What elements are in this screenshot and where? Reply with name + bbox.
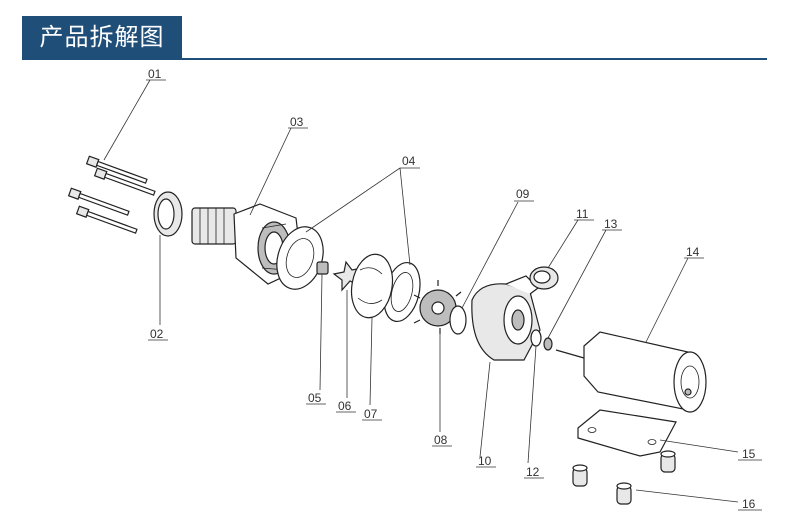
part-label-07: 07 bbox=[364, 407, 378, 421]
part-label-02: 02 bbox=[150, 327, 164, 341]
pump-body bbox=[471, 275, 541, 361]
part-label-15: 15 bbox=[742, 447, 756, 461]
part-label-10: 10 bbox=[478, 454, 492, 468]
leader-lines bbox=[103, 79, 739, 503]
part-label-11: 11 bbox=[576, 207, 589, 221]
nut bbox=[316, 261, 329, 275]
seal-ring bbox=[153, 191, 183, 237]
part-label-09: 09 bbox=[516, 187, 530, 201]
washer bbox=[543, 337, 553, 351]
part-label-04: 04 bbox=[402, 154, 416, 168]
part-label-01: 01 bbox=[148, 67, 162, 81]
part-label-12: 12 bbox=[526, 465, 540, 479]
bushing bbox=[529, 266, 559, 290]
impeller bbox=[413, 280, 465, 334]
cam-plate bbox=[350, 253, 394, 319]
part-label-03: 03 bbox=[290, 115, 304, 129]
part-label-08: 08 bbox=[434, 433, 448, 447]
part-label-06: 06 bbox=[338, 399, 352, 413]
bolts bbox=[67, 155, 156, 234]
page-title: 产品拆解图 bbox=[22, 16, 182, 58]
part-labels: 01 02 03 04 05 06 07 08 09 10 11 12 13 1… bbox=[146, 67, 762, 511]
pump-head bbox=[191, 203, 303, 285]
motor bbox=[555, 331, 707, 413]
end-cover bbox=[449, 305, 467, 335]
rubber-feet bbox=[572, 450, 676, 505]
title-divider bbox=[22, 58, 767, 60]
part-label-14: 14 bbox=[686, 245, 700, 259]
front-gasket bbox=[276, 226, 324, 290]
shaft-seal bbox=[530, 329, 542, 347]
part-label-13: 13 bbox=[604, 217, 618, 231]
mounting-bracket bbox=[577, 409, 677, 457]
part-label-05: 05 bbox=[308, 391, 322, 405]
part-label-16: 16 bbox=[742, 497, 756, 511]
